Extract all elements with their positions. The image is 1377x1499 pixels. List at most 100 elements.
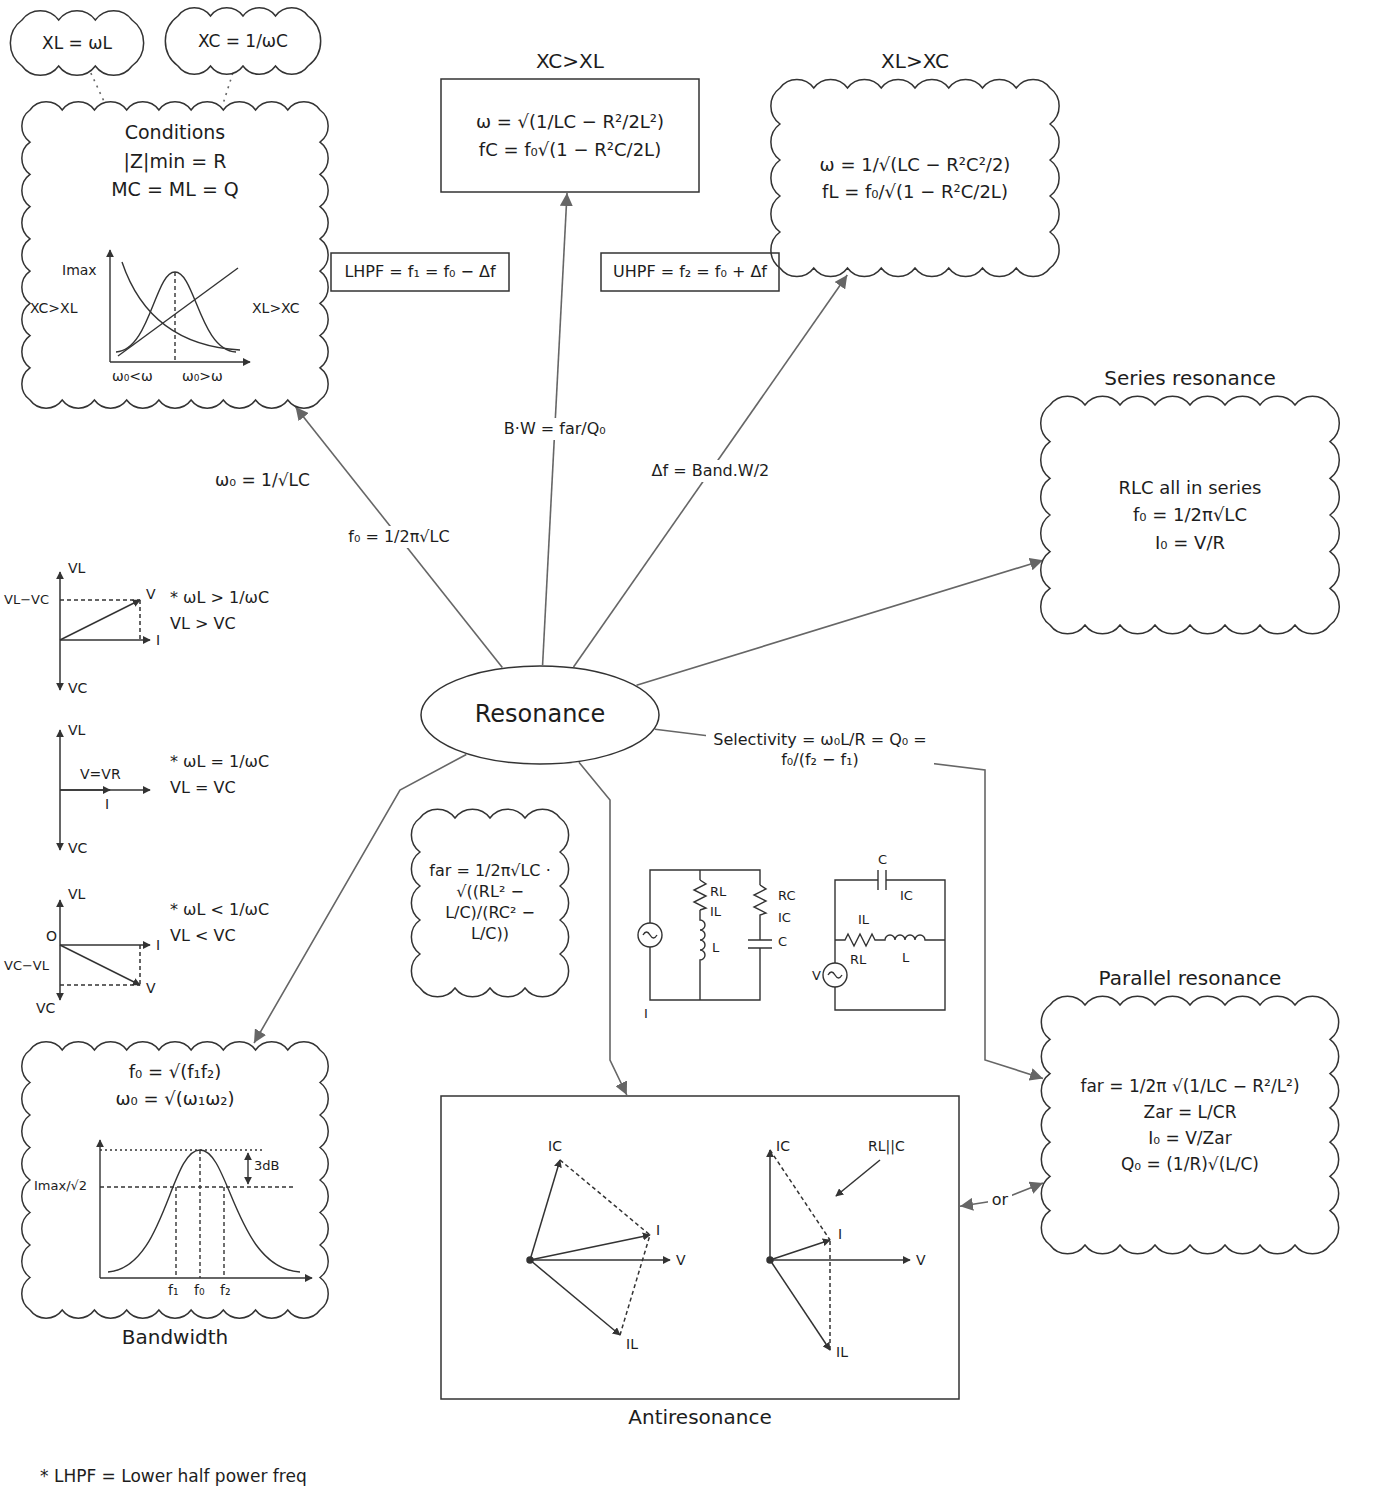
bandwidth-graph — [100, 1140, 312, 1278]
formula-text: Q₀ = (1/R)√(L/C) — [1060, 1153, 1320, 1175]
resonance-curve-graph — [116, 272, 236, 352]
formula-text: UHPF = f₂ = f₀ + Δf — [608, 262, 772, 283]
conditions-cloud: Conditions |Z|min = R MC = ML = Q — [20, 100, 330, 410]
phasor-label: I — [156, 937, 160, 954]
parallel-circuit — [650, 885, 772, 1000]
circuit-label: V — [812, 968, 821, 984]
axis-label: f₂ — [220, 1282, 231, 1299]
series-resonance-cloud: Series resonanceRLC all in seriesf₀ = 1/… — [1040, 395, 1340, 635]
cloud-outline — [1040, 995, 1340, 1255]
formula-text: XC = 1/ωC — [184, 30, 302, 52]
bandwidth-graph — [176, 1150, 224, 1278]
phasor-label: IL — [626, 1336, 638, 1353]
circuit-label: IC — [778, 910, 791, 926]
phasor-diagram — [527, 1160, 670, 1335]
circuit-label: IC — [900, 888, 913, 904]
parallel-circuit — [835, 940, 945, 1010]
phasor-label: RL||C — [868, 1138, 905, 1155]
parallel-circuit — [835, 934, 945, 946]
formula-text: Zar = L/CR — [1060, 1101, 1320, 1123]
formula-box: XC>XLω = √(1/LC − R²/2L²)fC = f₀√(1 − R²… — [440, 78, 700, 193]
formula-text: ω = √(1/LC − R²/2L²) — [452, 110, 688, 133]
connector-arrow — [91, 73, 105, 103]
bandwidth-graph — [100, 1277, 312, 1278]
edge-label: or — [988, 1189, 1012, 1211]
phasor-label: IC — [776, 1138, 790, 1155]
phasor-label: VC — [68, 680, 87, 697]
heading-text: Antiresonance — [410, 1404, 990, 1430]
phasor-diagram — [59, 572, 61, 640]
circuit-label: C — [878, 852, 887, 868]
phasor-label: VC — [68, 840, 87, 857]
edge-label: Δf = Band.W/2 — [648, 460, 774, 482]
phasor-diagram — [59, 900, 61, 945]
phasor-label: I — [656, 1222, 660, 1239]
cloud-border — [22, 102, 328, 408]
cloud-border — [22, 1042, 328, 1318]
phasor-label: IL — [836, 1344, 848, 1361]
formula-text: |Z|min = R — [44, 149, 306, 174]
formula-text: I₀ = V/R — [1060, 531, 1320, 554]
parallel-circuit — [828, 972, 842, 978]
heading-text: XC>XL — [410, 48, 730, 74]
axis-label: ω₀>ω — [182, 368, 223, 385]
formula-text: Conditions — [44, 120, 306, 145]
resonance-curve-graph — [174, 272, 175, 362]
circuit-label: L — [712, 940, 719, 956]
phasor-diagram — [767, 1150, 910, 1350]
circuit-label: IL — [710, 904, 721, 920]
formula-text: far = 1/2π √(1/LC − R²/L²) — [1060, 1075, 1320, 1097]
formula-text: MC = ML = Q — [44, 177, 306, 202]
circuit-label: RL — [710, 884, 726, 900]
phasor-diagram — [59, 790, 61, 850]
phasor-label: I — [838, 1226, 842, 1243]
condition-note: VL > VC — [170, 614, 236, 633]
edge-label: Selectivity = ω₀L/R = Q₀ = f₀/(f₂ − f₁) — [706, 729, 934, 771]
phasor-diagram — [770, 1150, 830, 1350]
phasor-diagram — [60, 945, 140, 985]
formula-text: I₀ = V/Zar — [1060, 1127, 1320, 1149]
cloud-border — [165, 8, 320, 74]
phasor-label: V — [676, 1252, 686, 1269]
axis-label: ω₀<ω — [112, 368, 153, 385]
phasor-label: V — [916, 1252, 926, 1269]
cloud-outline — [770, 78, 1060, 278]
circuit-label: C — [778, 934, 787, 950]
formula-text: XL = ωL — [28, 32, 126, 54]
phasor-label: V=VR — [80, 766, 121, 783]
connector-arrow — [637, 560, 1043, 685]
parallel-circuit — [650, 870, 760, 923]
formula-cloud: XL>XCω = 1/√(LC − R²C²/2)fL = f₀/√(1 − R… — [770, 78, 1060, 278]
bandwidth-graph — [247, 1153, 248, 1184]
phasor-diagram — [60, 600, 140, 640]
phasor-diagram — [530, 1260, 620, 1335]
condition-note: * ωL > 1/ωC — [170, 588, 269, 607]
rect-border — [441, 79, 699, 192]
formula-text: LHPF = f₁ = f₀ − Δf — [338, 262, 502, 283]
connector-arrow — [655, 729, 1043, 1078]
phasor-label: VL — [68, 722, 85, 739]
phasor-diagram — [60, 945, 140, 985]
formula-text: ω = 1/√(LC − R²C²/2) — [790, 153, 1040, 176]
formula-text: fC = f₀√(1 − R²C/2L) — [452, 138, 688, 161]
phasor-diagram — [59, 945, 61, 1000]
heading-text: Series resonance — [1010, 365, 1370, 391]
parallel-circuit — [699, 870, 700, 880]
phasor-label: VC — [36, 1000, 55, 1017]
resonance-curve-graph — [109, 250, 110, 362]
resonance-curve-graph — [110, 250, 250, 362]
phasor-diagram — [60, 789, 110, 791]
edge-label: f₀ = 1/2π√LC — [344, 526, 453, 548]
phasor-diagram — [59, 640, 61, 690]
connector-arrow — [579, 762, 627, 1095]
phasor-diagram — [560, 1160, 650, 1335]
phasor-label: VL−VC — [4, 592, 49, 608]
circuit-label: L — [902, 950, 909, 966]
bandwidth-graph — [108, 1150, 300, 1272]
phasor-label: VL — [68, 886, 85, 903]
heading-text: XL>XC — [740, 48, 1090, 74]
phasor-diagram — [60, 600, 140, 640]
parallel-circuit — [638, 870, 772, 1000]
